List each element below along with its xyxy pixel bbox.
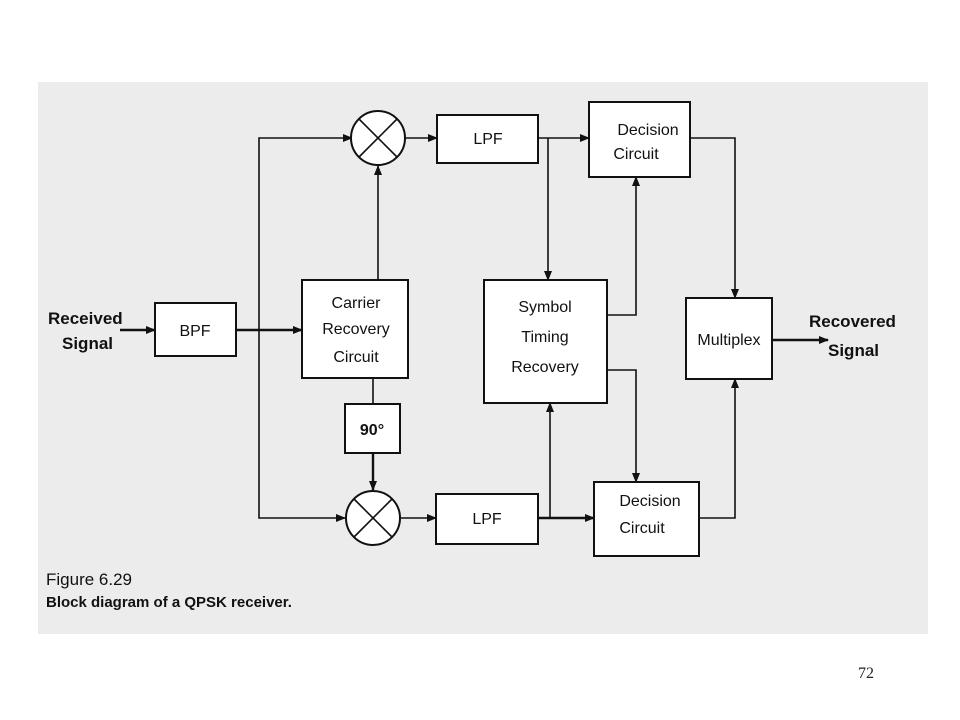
input-label-line2: Signal bbox=[62, 334, 113, 353]
top-decision-label-line2: Circuit bbox=[613, 146, 659, 163]
bpf-label: BPF bbox=[179, 323, 210, 340]
carrier-label-line1: Carrier bbox=[332, 295, 382, 312]
page-number: 72 bbox=[858, 665, 874, 682]
top-decision-label-line1: Decision bbox=[617, 122, 678, 139]
multiplex-label: Multiplex bbox=[697, 332, 760, 349]
bottom-mixer bbox=[345, 490, 401, 546]
top-decision-to-multiplex bbox=[690, 137, 739, 299]
phase-shift-label: 90° bbox=[360, 422, 384, 439]
figure-caption: Block diagram of a QPSK receiver. bbox=[46, 594, 292, 611]
signal-wires bbox=[120, 134, 829, 522]
bottom-decision-circuit-block: Decision Circuit bbox=[593, 481, 700, 557]
top-lpf-label: LPF bbox=[473, 131, 503, 148]
symbol-label-line1: Symbol bbox=[518, 299, 571, 316]
phase-shift-block: 90° bbox=[344, 403, 401, 454]
carrier-label-line3: Circuit bbox=[333, 349, 379, 366]
symbol-timing-to-bottom-decision bbox=[607, 369, 640, 483]
bottom-decision-to-multiplex bbox=[699, 378, 739, 519]
bottom-decision-label-line2: Circuit bbox=[619, 520, 665, 537]
symbol-label-line2: Timing bbox=[521, 329, 568, 346]
bus-to-bottom-mixer bbox=[258, 330, 346, 522]
carrier-label-line2: Recovery bbox=[322, 321, 390, 338]
bottom-decision-label-line1: Decision bbox=[619, 493, 680, 510]
input-label-line1: Received bbox=[48, 309, 123, 328]
bottom-lpf-block: LPF bbox=[435, 493, 539, 545]
carrier-recovery-block: Carrier Recovery Circuit bbox=[301, 279, 409, 379]
bpf-block: BPF bbox=[154, 302, 237, 357]
multiplex-block: Multiplex bbox=[685, 297, 773, 380]
symbol-timing-to-top-decision bbox=[607, 176, 640, 316]
bottom-lpf-label: LPF bbox=[472, 511, 502, 528]
figure-number: Figure 6.29 bbox=[46, 570, 132, 589]
output-label-line2: Signal bbox=[828, 341, 879, 360]
top-lpf-block: LPF bbox=[436, 114, 539, 164]
top-mixer bbox=[350, 110, 406, 166]
symbol-timing-recovery-block: Symbol Timing Recovery bbox=[483, 279, 608, 404]
bus-to-top-mixer bbox=[258, 134, 353, 330]
symbol-label-line3: Recovery bbox=[511, 359, 579, 376]
top-decision-circuit-block: Decision Circuit bbox=[588, 101, 691, 178]
output-label-line1: Recovered bbox=[809, 312, 896, 331]
